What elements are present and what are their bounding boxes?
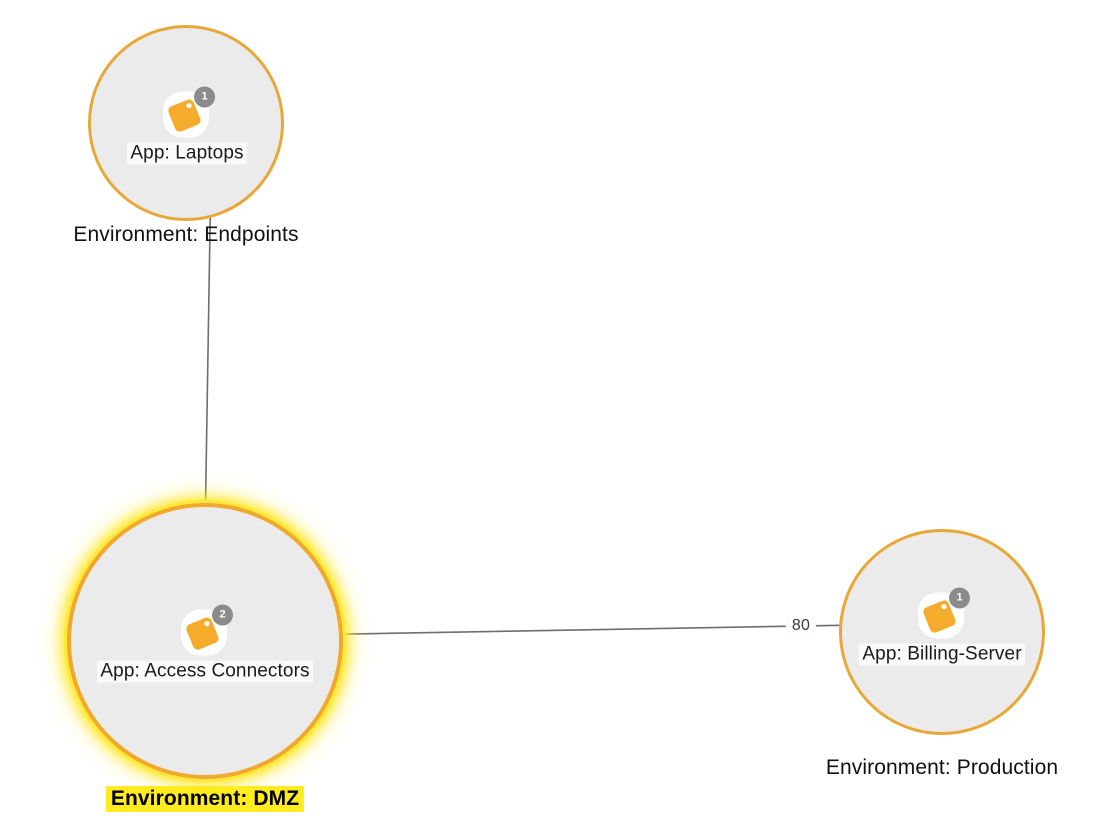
environment-caption-endpoints: Environment: Endpoints bbox=[73, 223, 299, 246]
app-node-label: App: Access Connectors bbox=[97, 660, 313, 683]
app-node-label: App: Billing-Server bbox=[859, 643, 1025, 666]
app-count-badge: 1 bbox=[949, 587, 970, 609]
environment-caption-production: Environment: Production bbox=[825, 756, 1059, 779]
edge-label-port: 80 bbox=[785, 616, 817, 636]
app-icon-container: 1 bbox=[915, 587, 970, 643]
app-node-billing-server[interactable]: 1 App: Billing-Server bbox=[859, 587, 1025, 666]
environment-caption-dmz: Environment: DMZ bbox=[105, 786, 305, 812]
app-node-access-connectors[interactable]: 2 App: Access Connectors bbox=[97, 604, 313, 683]
app-icon-container: 1 bbox=[160, 86, 215, 142]
app-count-badge: 2 bbox=[212, 604, 233, 626]
tag-icon bbox=[168, 99, 201, 132]
app-count-badge: 1 bbox=[194, 86, 215, 108]
app-node-laptops[interactable]: 1 App: Laptops bbox=[107, 86, 267, 165]
tag-icon bbox=[923, 600, 956, 633]
tag-icon bbox=[186, 617, 219, 650]
app-node-label: App: Laptops bbox=[127, 142, 247, 165]
app-icon-container: 2 bbox=[178, 604, 233, 660]
